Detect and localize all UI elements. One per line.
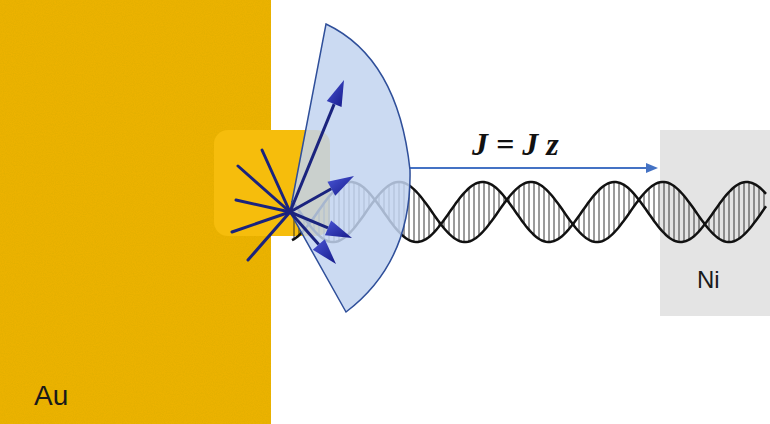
spin-shaft	[290, 212, 319, 245]
current-arrow	[410, 167, 648, 169]
base-pair	[719, 204, 720, 238]
base-pair	[669, 183, 670, 237]
base-pair	[744, 182, 745, 234]
base-pair	[519, 187, 520, 217]
base-pair	[604, 186, 605, 241]
spin-sector	[290, 24, 410, 312]
base-pair	[614, 182, 615, 233]
base-pair	[464, 193, 465, 242]
electrode-label: Au	[34, 380, 68, 412]
base-pair	[469, 188, 470, 241]
base-pair	[459, 199, 460, 241]
base-pair	[619, 183, 620, 227]
base-pair	[624, 185, 625, 221]
spin-lines	[232, 150, 290, 260]
base-pair	[474, 185, 475, 240]
base-pair	[694, 209, 695, 236]
gold-electrode-box: Au	[0, 0, 271, 424]
base-pair	[599, 190, 600, 242]
base-pair	[684, 196, 685, 242]
base-pair	[529, 182, 530, 230]
base-pair	[559, 205, 560, 239]
base-pair	[714, 212, 715, 235]
base-pair	[424, 201, 425, 240]
base-pair	[594, 195, 595, 241]
base-pair	[544, 188, 545, 242]
spin-head	[327, 176, 354, 196]
base-pair	[564, 212, 565, 234]
base-pair	[589, 202, 590, 240]
arrow-head	[646, 163, 658, 173]
base-pair	[479, 182, 480, 235]
base-pair	[649, 188, 650, 213]
nickel-electrode-box: Ni	[660, 130, 770, 316]
spin-shaft	[290, 189, 331, 212]
base-pair	[429, 208, 430, 237]
base-pair	[584, 209, 585, 237]
base-pair	[489, 183, 490, 224]
spin-shaft	[290, 104, 334, 212]
base-pair	[734, 187, 735, 241]
current-density-label: J = J z	[472, 126, 559, 163]
base-pair	[524, 184, 525, 224]
base-pair	[664, 182, 665, 233]
spin-arrows	[290, 80, 354, 264]
spin-head	[327, 80, 344, 107]
base-pair	[549, 192, 550, 242]
base-pair	[484, 182, 485, 230]
base-pair	[749, 182, 750, 229]
base-pair	[729, 192, 730, 242]
base-pair	[419, 195, 420, 242]
base-pair	[689, 202, 690, 239]
spin-head	[313, 239, 336, 264]
base-pair	[554, 198, 555, 241]
base-pair	[754, 184, 755, 223]
spin-head	[325, 221, 352, 238]
base-pair	[499, 191, 500, 211]
base-pair	[514, 191, 515, 209]
base-pair	[454, 206, 455, 238]
base-pair	[654, 185, 655, 221]
base-pair	[449, 213, 450, 234]
base-pair	[609, 183, 610, 237]
base-pair	[414, 189, 415, 241]
base-pair	[539, 184, 540, 239]
base-pair	[674, 186, 675, 240]
base-pair	[534, 182, 535, 235]
base-pair	[724, 198, 725, 241]
base-pair	[759, 187, 760, 216]
base-pair	[629, 189, 630, 214]
electrode-label: Ni	[697, 266, 720, 294]
base-pair	[494, 186, 495, 217]
base-pair	[659, 183, 660, 228]
base-pair	[739, 184, 740, 239]
base-pair	[679, 190, 680, 242]
